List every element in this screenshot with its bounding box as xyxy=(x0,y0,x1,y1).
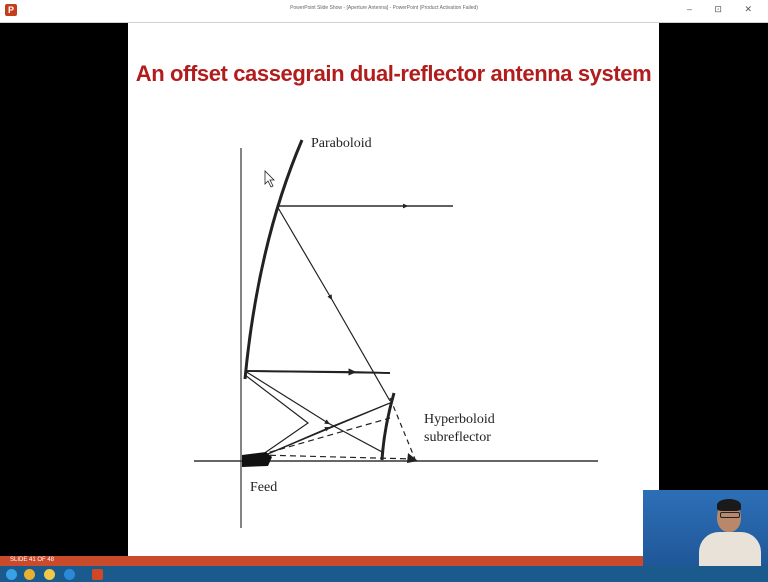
slideshow-status-bar: SLIDE 41 OF 48 xyxy=(0,556,768,566)
dashed-ray-1 xyxy=(259,454,416,460)
paraboloid-reflector xyxy=(243,139,304,380)
feed-ray-2 xyxy=(255,402,391,460)
feed-horn xyxy=(242,452,272,467)
media-icon[interactable] xyxy=(64,569,75,580)
paraboloid-label: Paraboloid xyxy=(311,136,372,151)
powerpoint-taskbar-icon[interactable] xyxy=(92,569,103,580)
taskbar xyxy=(0,566,768,582)
start-icon[interactable] xyxy=(6,569,17,580)
subreflector-label: subreflector xyxy=(424,430,491,445)
presenter-body xyxy=(699,532,761,566)
diagonal-ray-upper xyxy=(276,205,391,402)
diagonal-ray-lower xyxy=(244,370,385,454)
feed-label: Feed xyxy=(250,480,277,495)
slide[interactable]: An offset cassegrain dual-reflector ante… xyxy=(128,23,659,556)
slideshow-area: An offset cassegrain dual-reflector ante… xyxy=(0,23,768,556)
antenna-diagram: Paraboloid Hyperboloid subreflector Feed xyxy=(194,136,598,528)
slide-title: An offset cassegrain dual-reflector ante… xyxy=(135,61,652,86)
presenter-glasses xyxy=(720,512,740,518)
dashed-ray-3 xyxy=(389,397,416,460)
hyperboloid-label: Hyperboloid xyxy=(424,412,495,427)
feed-ray-3 xyxy=(244,374,310,460)
explorer-icon[interactable] xyxy=(44,569,55,580)
dashed-ray-2 xyxy=(259,417,391,456)
window-titlebar: P PowerPoint Slide Show - [Aperture Ante… xyxy=(0,0,768,23)
presenter-hair xyxy=(717,499,741,511)
presenter-webcam xyxy=(643,490,768,566)
hyperboloid-subreflector xyxy=(380,392,396,461)
mouse-cursor-icon xyxy=(264,170,275,188)
powerpoint-icon[interactable]: P xyxy=(5,4,17,16)
browser-icon[interactable] xyxy=(24,569,35,580)
slide-counter: SLIDE 41 OF 48 xyxy=(10,557,55,563)
focal-arrow xyxy=(407,453,418,463)
window-title: PowerPoint Slide Show - [Aperture Antenn… xyxy=(290,5,478,11)
window-controls[interactable]: – ⊡ ✕ xyxy=(686,4,762,14)
